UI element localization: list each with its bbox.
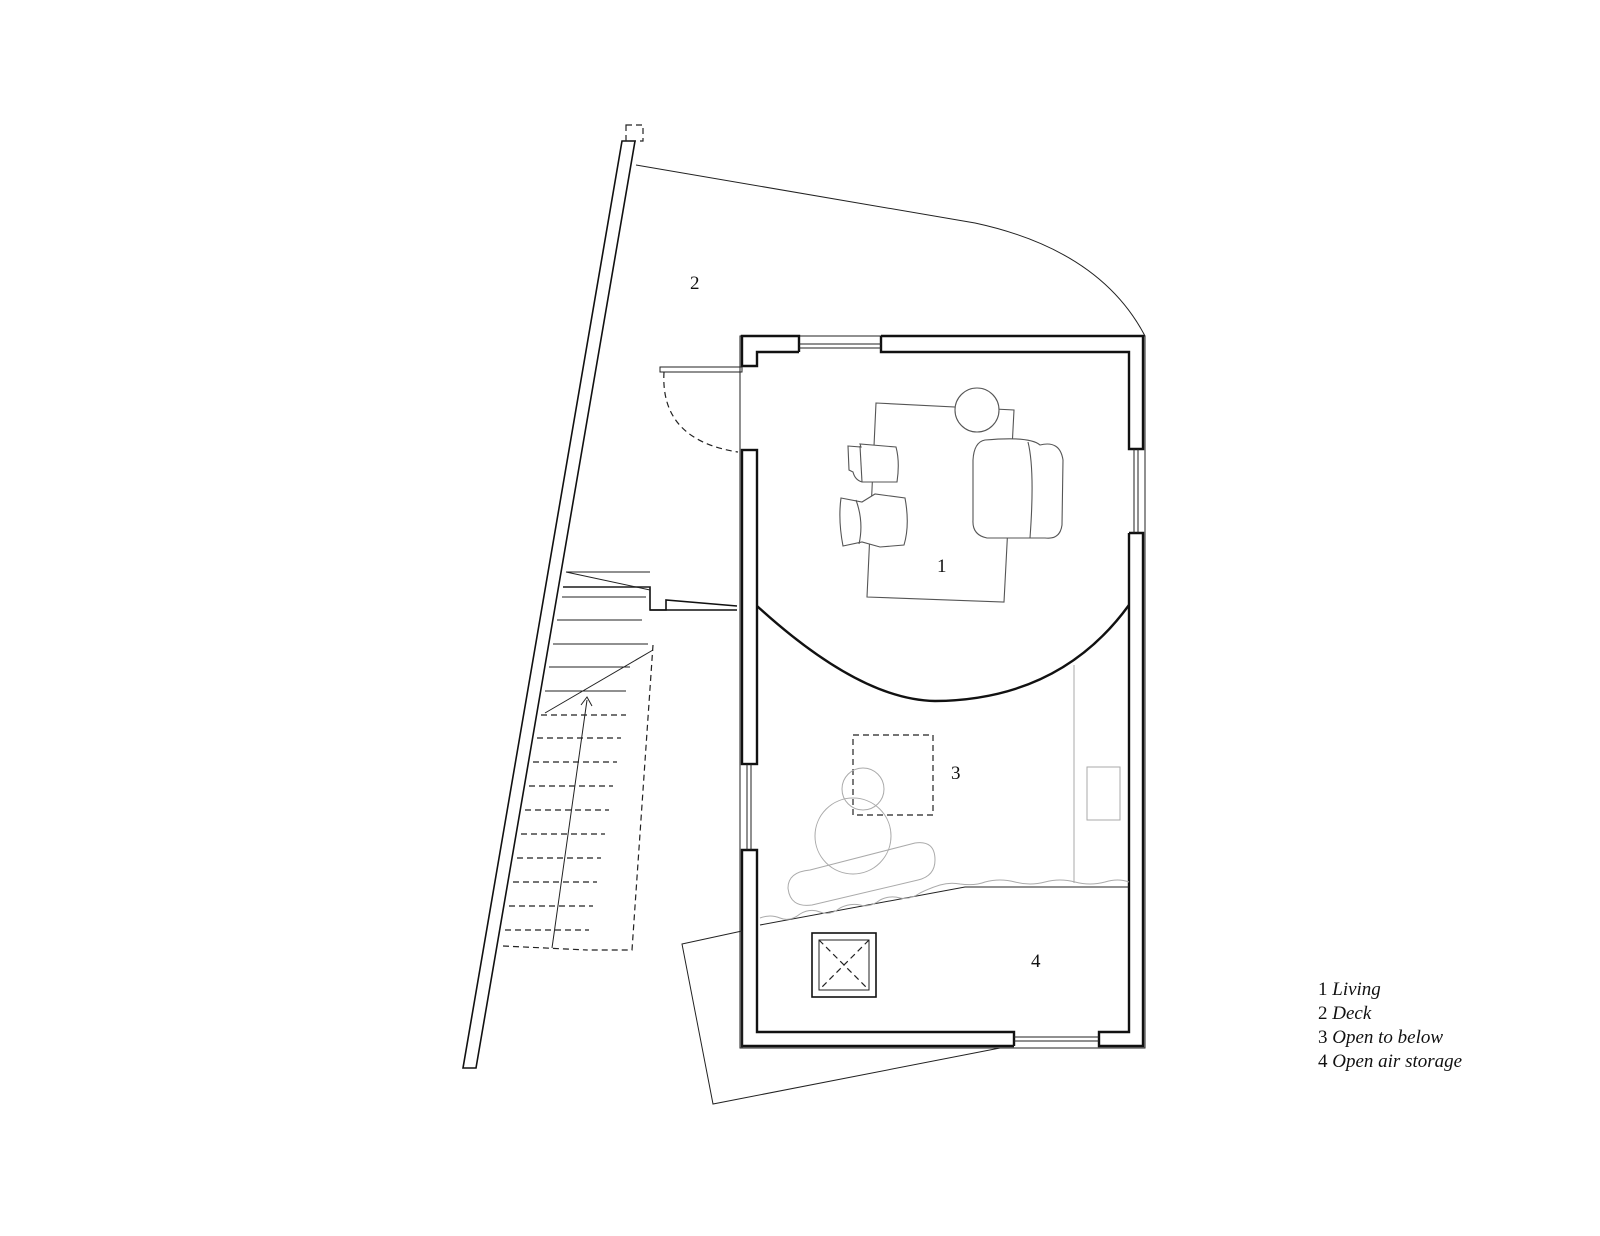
room-number-1: 1 [937,556,947,577]
legend-name: Living [1332,979,1381,1000]
stair-diagonal [544,649,654,714]
deck-railing [462,140,636,1069]
legend-number: 2 [1318,1003,1328,1024]
deck-curved-edge [635,164,1146,337]
stair-floor-edge [759,886,1129,926]
legend-number: 4 [1318,1051,1328,1072]
storage-hatch-outer [811,932,877,998]
legend-name: Open air storage [1332,1051,1463,1072]
railing-post [625,124,644,142]
living-furniture [839,387,1064,603]
legend-item: 1 Living [1318,978,1462,1002]
room-number-4: 4 [1031,951,1041,972]
armchair [972,438,1064,539]
living-floor-edge [756,604,1130,703]
building-outer-line [739,335,1146,1049]
stair-direction-line [551,699,588,949]
legend-item: 4 Open air storage [1318,1050,1462,1074]
ghost-sofa [787,842,936,906]
side-table [954,387,1000,433]
legend-item: 2 Deck [1318,1002,1462,1026]
stair [502,571,654,951]
storage-deck [681,930,1001,1105]
stair-arrow-icon [580,696,593,707]
deck-inner-wall-2 [650,599,738,611]
legend-item: 3 Open to below [1318,1026,1462,1050]
ghost-cabinet [1086,766,1121,821]
room-legend: 1 Living 2 Deck 3 Open to below 4 Open a… [1318,978,1462,1074]
storage-hatch-inner [818,939,870,991]
room-number-3: 3 [951,763,961,784]
deck-inner-wall [563,586,737,611]
ghost-table [852,734,934,816]
below-ghost-furniture [759,665,1130,926]
building-walls [739,334,1146,1049]
stool [847,443,899,483]
floor-cushion [839,493,908,548]
storage-area [681,930,1001,1105]
legend-name: Deck [1332,1003,1372,1024]
deck-outline [462,124,1146,1069]
entry-door [659,366,743,453]
legend-number: 3 [1318,1027,1328,1048]
room-number-2: 2 [690,273,700,294]
legend-number: 1 [1318,979,1328,1000]
legend-name: Open to below [1332,1027,1444,1048]
